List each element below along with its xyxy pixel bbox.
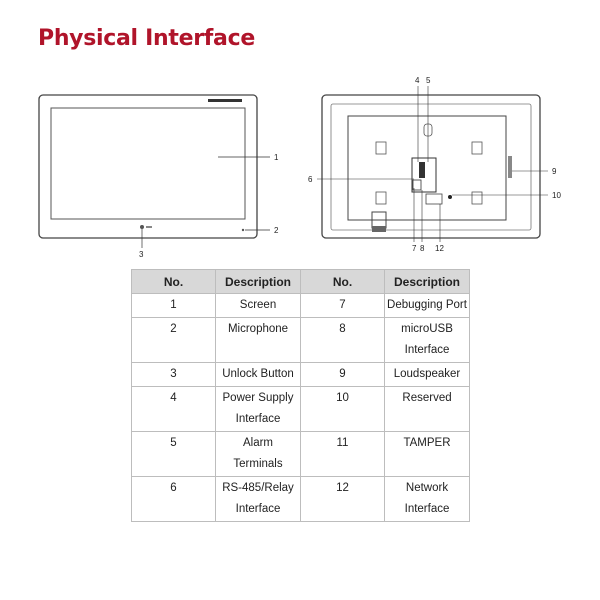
microphone-hole bbox=[241, 228, 245, 232]
cell-no: 2 bbox=[131, 317, 216, 363]
cell-description: TAMPER bbox=[384, 431, 470, 477]
cell-description: Loudspeaker bbox=[384, 362, 470, 387]
cell-no: 12 bbox=[300, 476, 385, 522]
cell-description: Screen bbox=[215, 293, 301, 318]
cell-no: 7 bbox=[300, 293, 385, 318]
table-row: 2 Microphone 8 microUSB Interface bbox=[131, 317, 470, 363]
table-row: 3 Unlock Button 9 Loudspeaker bbox=[131, 362, 470, 387]
cell-description: Microphone bbox=[215, 317, 301, 363]
header-description-left: Description bbox=[215, 269, 301, 294]
table-row: 4 Power Supply Interface 10 Reserved bbox=[131, 386, 470, 432]
callout-3: 3 bbox=[139, 250, 144, 259]
cell-no: 5 bbox=[131, 431, 216, 477]
cell-description: Power Supply Interface bbox=[215, 386, 301, 432]
callout-2: 2 bbox=[274, 226, 279, 235]
cell-description: Debugging Port bbox=[384, 293, 470, 318]
back-view: 4 5 6 7 8 9 10 12 bbox=[308, 76, 561, 253]
table-row: 6 RS-485/Relay Interface 12 Network Inte… bbox=[131, 476, 470, 522]
cell-no: 3 bbox=[131, 362, 216, 387]
cell-description: Unlock Button bbox=[215, 362, 301, 387]
cell-no: 9 bbox=[300, 362, 385, 387]
unlock-button-dot bbox=[140, 225, 144, 229]
callout-12: 12 bbox=[435, 244, 444, 253]
interface-table: No. Description No. Description 1 Screen… bbox=[131, 269, 470, 522]
page-title: Physical Interface bbox=[38, 26, 255, 51]
cell-no: 6 bbox=[131, 476, 216, 522]
cell-no: 11 bbox=[300, 431, 385, 477]
cell-description: microUSB Interface bbox=[384, 317, 470, 363]
callout-8: 8 bbox=[420, 244, 425, 253]
cell-description: Network Interface bbox=[384, 476, 470, 522]
header-no-right: No. bbox=[300, 269, 385, 294]
table-row: 5 Alarm Terminals 11 TAMPER bbox=[131, 431, 470, 477]
cell-no: 1 bbox=[131, 293, 216, 318]
table-row: 1 Screen 7 Debugging Port bbox=[131, 293, 470, 318]
callout-7: 7 bbox=[412, 244, 417, 253]
cell-description: Alarm Terminals bbox=[215, 431, 301, 477]
cell-description: RS-485/Relay Interface bbox=[215, 476, 301, 522]
header-no-left: No. bbox=[131, 269, 216, 294]
device-diagram: 1 2 3 4 5 6 7 8 9 10 12 bbox=[38, 76, 561, 259]
callout-9: 9 bbox=[552, 167, 557, 176]
cell-description: Reserved bbox=[384, 386, 470, 432]
cell-no: 8 bbox=[300, 317, 385, 363]
callout-4: 4 bbox=[415, 76, 420, 85]
front-view: 1 2 3 bbox=[38, 94, 279, 259]
callout-10: 10 bbox=[552, 191, 561, 200]
table-header-row: No. Description No. Description bbox=[131, 269, 470, 294]
callout-1: 1 bbox=[274, 153, 279, 162]
header-description-right: Description bbox=[384, 269, 470, 294]
brand-logo bbox=[208, 99, 242, 102]
cell-no: 4 bbox=[131, 386, 216, 432]
cell-no: 10 bbox=[300, 386, 385, 432]
callout-6: 6 bbox=[308, 175, 313, 184]
callout-5: 5 bbox=[426, 76, 431, 85]
